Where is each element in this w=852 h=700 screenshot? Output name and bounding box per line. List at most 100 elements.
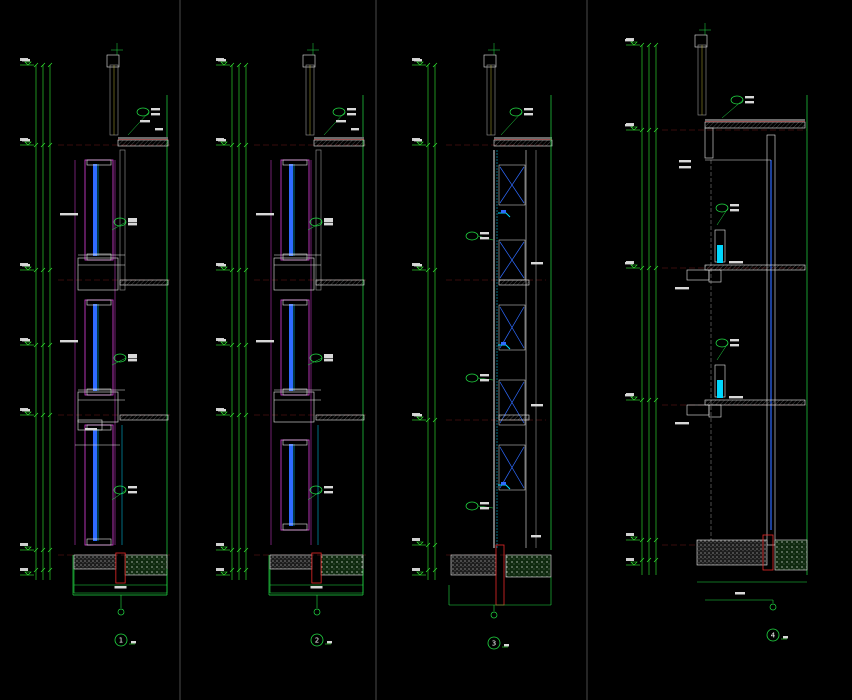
floor-slab bbox=[315, 279, 365, 286]
dimension-tick bbox=[425, 417, 431, 423]
roof-slab bbox=[704, 121, 806, 129]
level-mark-triangle bbox=[416, 541, 424, 546]
annotation-text-block bbox=[128, 486, 137, 489]
dimension-tick bbox=[40, 62, 46, 68]
glass-pane bbox=[93, 304, 97, 391]
window-sill bbox=[86, 253, 112, 261]
axis-bubble bbox=[769, 603, 777, 611]
annotation-text-block bbox=[730, 209, 739, 212]
window-frame bbox=[280, 439, 310, 531]
ground-soil bbox=[124, 554, 168, 576]
bracket-plate bbox=[501, 342, 506, 345]
annotation-text-block bbox=[151, 113, 160, 116]
level-mark-triangle bbox=[220, 546, 228, 551]
dimension-tick bbox=[653, 537, 659, 543]
annotation-text-block bbox=[524, 113, 533, 116]
ground-paving bbox=[269, 554, 313, 570]
dimension-tick bbox=[646, 42, 652, 48]
window-sash bbox=[717, 380, 723, 398]
window-frame bbox=[84, 159, 114, 261]
annotation-text-block bbox=[324, 359, 333, 362]
roof-slab bbox=[313, 139, 365, 147]
callout-leader bbox=[307, 489, 323, 501]
eave-trim bbox=[686, 404, 710, 416]
callout-leader bbox=[111, 489, 127, 501]
window-sill bbox=[86, 538, 112, 546]
foundation-wall bbox=[762, 534, 774, 571]
ground-paving bbox=[450, 554, 497, 576]
window-sash bbox=[717, 245, 723, 263]
level-mark-triangle bbox=[24, 411, 32, 416]
annotation-text-block bbox=[128, 491, 137, 494]
annotation-text-block bbox=[256, 213, 274, 216]
glass-pane bbox=[289, 444, 293, 526]
annotation-text-block bbox=[675, 287, 689, 290]
roof-slab bbox=[493, 139, 553, 147]
level-mark-label bbox=[412, 538, 420, 541]
callout-leader bbox=[111, 357, 127, 366]
callout-leader bbox=[323, 111, 346, 136]
annotation-text-block bbox=[324, 486, 333, 489]
dimension-tick bbox=[432, 142, 438, 148]
level-mark-label bbox=[216, 568, 224, 571]
wall-section-2: 2 bbox=[216, 43, 366, 647]
annotation-text-block bbox=[60, 213, 78, 216]
ground-dim-text bbox=[114, 586, 127, 589]
level-mark-triangle bbox=[24, 546, 32, 551]
annotation-text-block bbox=[480, 237, 489, 240]
dimension-tick bbox=[229, 342, 235, 348]
dimension-tick bbox=[432, 417, 438, 423]
annotation-text-block bbox=[531, 262, 543, 265]
spandrel-panel bbox=[77, 391, 119, 423]
level-mark-label bbox=[216, 543, 224, 546]
dimension-tick bbox=[243, 142, 249, 148]
spandrel-cross bbox=[499, 166, 525, 204]
section-number-label: 4 bbox=[771, 632, 776, 640]
annotation-text-block bbox=[22, 139, 30, 142]
level-mark-label bbox=[626, 558, 634, 561]
spandrel-box bbox=[498, 444, 526, 491]
dimension-tick bbox=[40, 342, 46, 348]
dimension-tick bbox=[243, 547, 249, 553]
level-mark-triangle bbox=[630, 264, 638, 269]
dimension-tick bbox=[639, 42, 645, 48]
annotation-text-block bbox=[625, 39, 633, 42]
callout-leader bbox=[111, 221, 127, 231]
callout-bubble bbox=[465, 501, 479, 511]
dimension-tick bbox=[646, 127, 652, 133]
dimension-tick bbox=[639, 127, 645, 133]
level-mark-triangle bbox=[416, 266, 424, 271]
window-head bbox=[86, 299, 112, 306]
callout-leader bbox=[716, 207, 729, 226]
floor-slab bbox=[704, 399, 806, 406]
window-head bbox=[282, 159, 308, 166]
level-mark-triangle bbox=[220, 141, 228, 146]
annotation-text-block bbox=[22, 264, 30, 267]
parapet-coping bbox=[694, 34, 708, 48]
dimension-tick bbox=[229, 142, 235, 148]
ground-paving bbox=[696, 539, 768, 566]
dimension-tick bbox=[33, 342, 39, 348]
glass-pane bbox=[289, 304, 293, 391]
dimension-tick bbox=[229, 567, 235, 573]
dimension-tick bbox=[432, 567, 438, 573]
ground-soil bbox=[774, 539, 808, 571]
annotation-text-block bbox=[480, 507, 489, 510]
section-number-circle bbox=[310, 633, 324, 647]
spandrel-box bbox=[498, 164, 526, 206]
callout-bubble bbox=[465, 231, 479, 241]
annotation-text-block bbox=[218, 264, 226, 267]
annotation-text-block bbox=[347, 108, 356, 111]
dimension-tick bbox=[425, 542, 431, 548]
dimension-tick bbox=[236, 267, 242, 273]
section-number-label: 1 bbox=[119, 637, 123, 645]
bracket-plate bbox=[501, 210, 506, 213]
window-frame bbox=[84, 299, 114, 396]
roof-edge-beam bbox=[704, 127, 714, 159]
callout-leader bbox=[307, 221, 323, 231]
dimension-tick bbox=[47, 342, 53, 348]
window-sill bbox=[282, 253, 308, 261]
annotation-text-block bbox=[327, 641, 332, 644]
annotation-text-block bbox=[625, 124, 633, 127]
section-number-circle bbox=[766, 628, 780, 642]
